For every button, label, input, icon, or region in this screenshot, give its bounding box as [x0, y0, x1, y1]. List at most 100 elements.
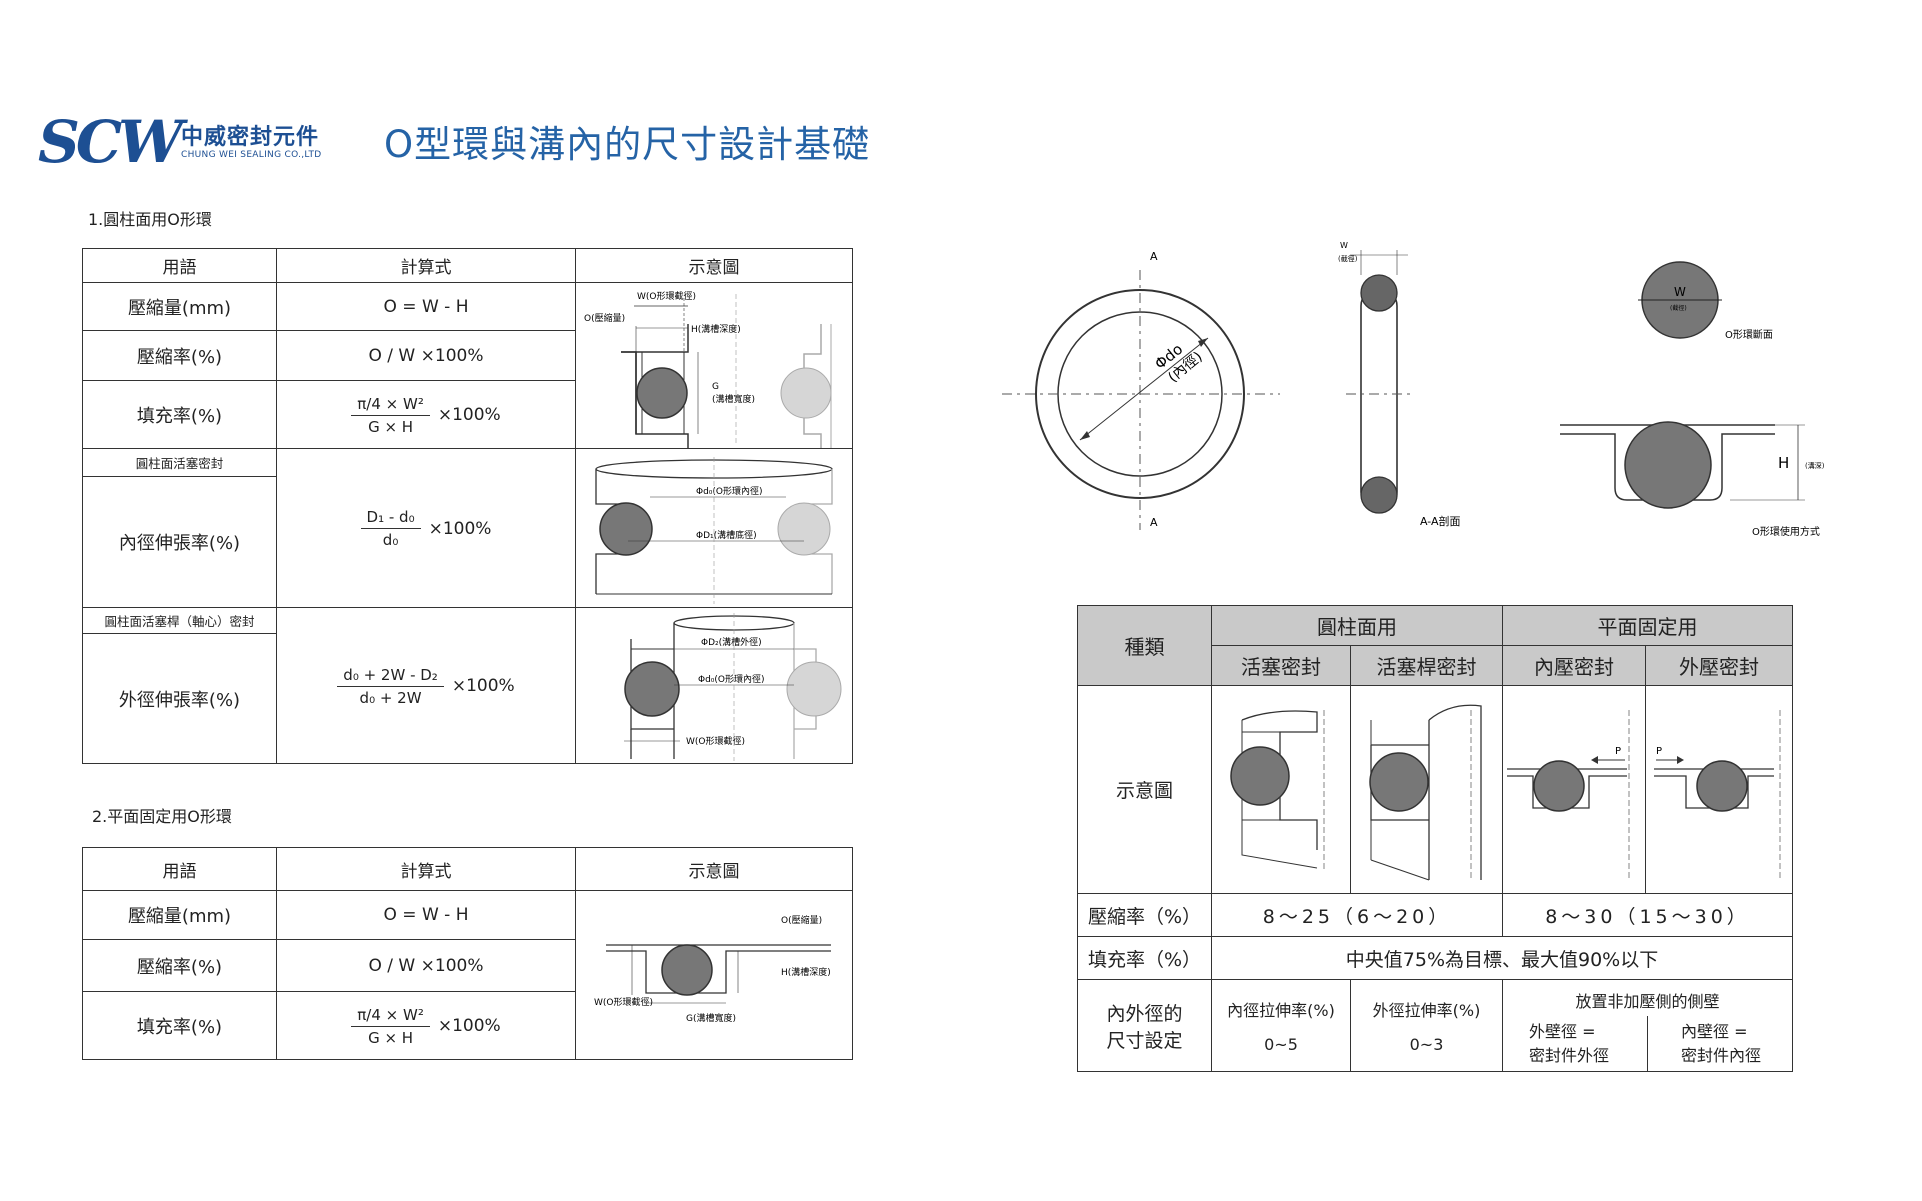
outer-numerator: d₀ + 2W - D₂ [337, 666, 444, 687]
piston-diagram: Φd₀(O形環內徑) ΦD₁(溝槽底徑) [595, 457, 833, 604]
section-top [1360, 274, 1398, 312]
label-o: O(壓縮量) [584, 312, 625, 324]
section1-label: 1.圓柱面用O形環 [88, 210, 212, 229]
formula-compression: O = W - H [276, 282, 576, 331]
diag-internal: P [1502, 685, 1646, 894]
inner-multiplier: ×100% [428, 518, 492, 539]
label-d2: ΦD₂(溝槽外徑) [701, 636, 762, 648]
sub-piston: 活塞密封 [1211, 645, 1351, 686]
rod-sublabel: 圓柱面活塞桿（軸心）密封 [82, 607, 277, 634]
label-d0b: Φd₀(O形環內徑) [698, 673, 765, 685]
label-a-bottom: A [1150, 516, 1158, 529]
diagram-cell-2: Φd₀(O形環內徑) ΦD₁(溝槽底徑) [575, 448, 853, 608]
term2-compression: 壓縮量(mm) [82, 890, 277, 940]
label-w-sub: (截徑) [1338, 254, 1358, 263]
label-cross: O形環斷面 [1725, 328, 1773, 341]
piston-sublabel: 圓柱面活塞密封 [82, 447, 277, 478]
cyl-header: 圓柱面用 [1211, 605, 1503, 646]
in-stretch-value: 0~5 [1264, 1035, 1298, 1054]
size-label-2: 尺寸設定 [1106, 1029, 1183, 1052]
size-label-1: 內外徑的 [1106, 1002, 1183, 1025]
header2-diagram: 示意圖 [575, 847, 853, 891]
fill-numerator: π/4 × W² [351, 395, 430, 416]
label-section: A-A剖面 [1420, 514, 1461, 528]
term2-fill-rate: 填充率(%) [82, 991, 277, 1060]
type-header: 種類 [1077, 605, 1212, 686]
label-w: W(O形環截徑) [637, 290, 696, 302]
in-stretch-cell: 內徑拉伸率(%) 0~5 [1211, 979, 1351, 1072]
label2-o: O(壓縮量) [781, 914, 822, 926]
o-ring-piston-ghost [777, 502, 831, 556]
label2-g: G(溝槽寬度) [686, 1012, 736, 1024]
header-term: 用語 [82, 248, 277, 283]
logo-company-name: 中威密封元件 [181, 125, 320, 150]
label-h-sub: (溝深) [1805, 461, 1825, 470]
diag-piston [1211, 685, 1351, 894]
comp-flat: 8～30（15～30） [1502, 893, 1793, 937]
diag-external: P [1645, 685, 1793, 894]
page-title: O型環與溝內的尺寸設計基礎 [384, 123, 871, 166]
fill-label: 填充率（%） [1077, 936, 1212, 980]
section1-table: 用語 計算式 示意圖 壓縮量(mm) O = W - H W(O形環截徑) O(… [82, 248, 853, 764]
section2-table: 用語 計算式 示意圖 壓縮量(mm) O = W - H O(壓縮量) H(溝槽… [82, 847, 853, 1060]
formula2-compression-rate: O / W ×100% [276, 939, 576, 992]
design-table: 種類 圓柱面用 平面固定用 活塞密封 活塞桿密封 內壓密封 外壓密封 示意圖 [1077, 605, 1793, 1072]
outer-1: 外壁徑 = [1529, 1022, 1596, 1041]
term-outer-stretch: 外徑伸張率(%) [82, 633, 277, 764]
comp-cyl: 8～25（6～20） [1211, 893, 1503, 937]
label-d0: Φd₀(O形環內徑) [696, 485, 763, 497]
sub-internal: 內壓密封 [1502, 645, 1646, 686]
logo-letters: SCW [38, 108, 183, 176]
fill2-denominator: G × H [368, 1028, 414, 1047]
company-logo: SCW 中威密封元件 CHUNG WEI SEALING CO.,LTD [38, 108, 338, 176]
flat-header: 平面固定用 [1502, 605, 1793, 646]
inner-1: 內壁徑 = [1681, 1022, 1748, 1041]
section2-label: 2.平面固定用O形環 [92, 807, 232, 826]
term2-compression-rate: 壓縮率(%) [82, 939, 277, 992]
fill-denominator: G × H [368, 417, 414, 436]
rod-diagram: ΦD₂(溝槽外徑) Φd₀(O形環內徑) W(O形環截徑) [624, 612, 842, 761]
header-formula: 計算式 [276, 248, 576, 283]
o-ring-rod-ghost [786, 661, 842, 716]
label-d1: ΦD₁(溝槽底徑) [696, 529, 757, 541]
flat-size-cell: 放置非加壓側的側壁 外壁徑 = 密封件外徑 內壁徑 = 密封件內徑 [1502, 979, 1793, 1072]
label-w: W [1340, 241, 1348, 250]
out-stretch-cell: 外徑拉伸率(%) 0~3 [1350, 979, 1503, 1072]
sub-rod: 活塞桿密封 [1350, 645, 1503, 686]
label-cross-w: W [1674, 285, 1686, 299]
fill2-multiplier: ×100% [437, 1016, 501, 1036]
flat-note: 放置非加壓側的側壁 [1575, 992, 1720, 1011]
fill-multiplier: ×100% [437, 405, 501, 425]
o-ring-rod [624, 660, 680, 717]
inner-denominator: d₀ [382, 531, 399, 549]
formula-compression-rate: O / W ×100% [276, 330, 576, 381]
outer-multiplier: ×100% [451, 676, 515, 696]
o-ring-section [636, 366, 688, 419]
in-stretch: 內徑拉伸率(%) [1227, 1001, 1335, 1020]
header-diagram: 示意圖 [575, 248, 853, 283]
face-seal-diagram: O(壓縮量) H(溝槽深度) W(O形環截徑) G(溝槽寬度) [594, 914, 831, 1024]
rod-seal-icon [1369, 704, 1482, 880]
label2-h: H(溝槽深度) [781, 966, 831, 978]
fill-value: 中央值75%為目標、最大值90%以下 [1211, 936, 1793, 980]
diagram-cell-3: ΦD₂(溝槽外徑) Φd₀(O形環內徑) W(O形環截徑) [575, 607, 853, 764]
sub-external: 外壓密封 [1645, 645, 1793, 686]
inner-numerator: D₁ - d₀ [360, 508, 421, 529]
label-wb: W(O形環截徑) [686, 735, 745, 747]
p-internal: P [1615, 746, 1621, 757]
inner-2: 密封件內徑 [1681, 1046, 1762, 1065]
out-stretch: 外徑拉伸率(%) [1372, 1001, 1481, 1020]
size-label: 內外徑的 尺寸設定 [1077, 979, 1212, 1072]
external-pressure-icon: P [1654, 709, 1781, 880]
o-ring-outer [1035, 289, 1245, 499]
o-ring-section-ghost [780, 367, 832, 418]
out-stretch-value: 0~3 [1409, 1035, 1444, 1054]
o-ring-piston [599, 502, 653, 556]
outer-2: 密封件外徑 [1529, 1046, 1610, 1065]
usage-ring [1624, 421, 1712, 509]
term-compression-rate: 壓縮率(%) [82, 330, 277, 381]
fill2-numerator: π/4 × W² [351, 1006, 430, 1027]
label-usage: O形環使用方式 [1752, 525, 1820, 538]
